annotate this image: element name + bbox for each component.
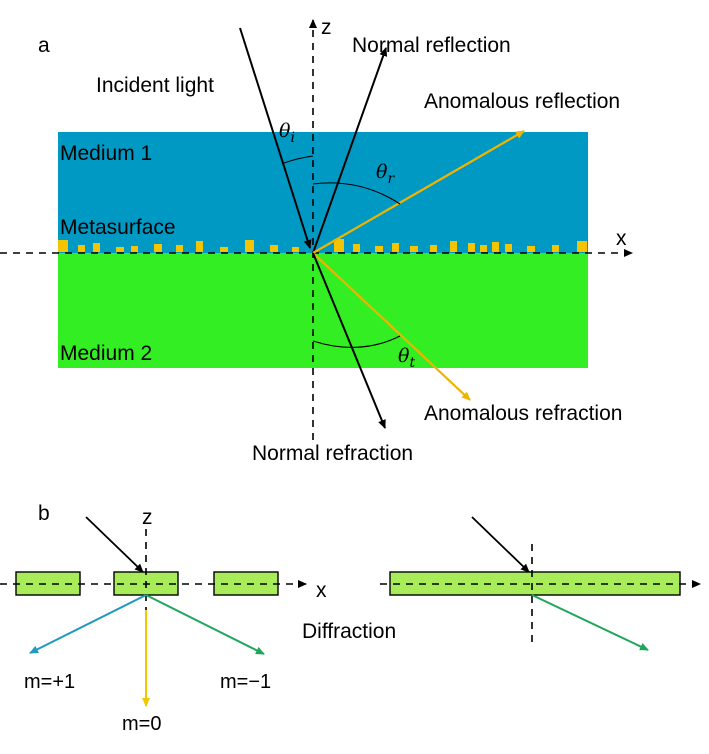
panel-a-label: a: [38, 34, 50, 57]
normal-refraction-label: Normal refraction: [252, 442, 413, 465]
meta-atom: [220, 247, 228, 252]
panel-b-label: b: [38, 502, 50, 525]
grating-incident-ray: [85, 516, 144, 573]
meta-atom: [577, 241, 587, 252]
order-plus-1-ray: [29, 594, 147, 654]
meta-atom: [480, 245, 487, 252]
theta-r-label: θr: [376, 161, 395, 187]
meta-atom: [78, 245, 85, 252]
order-minus-1-ray: [145, 594, 265, 655]
meta-atom: [430, 245, 437, 252]
meta-atom: [353, 244, 360, 252]
theta-t-arc: [312, 335, 401, 348]
theta-r-arc: [312, 182, 401, 205]
slab-diffracted-ray: [531, 594, 649, 651]
medium-2-label: Medium 2: [60, 342, 152, 365]
metasurface-structures: [58, 239, 587, 252]
meta-atom: [468, 243, 475, 252]
anomalous-refraction-label: Anomalous refraction: [424, 402, 622, 425]
medium-1-label: Medium 1: [60, 142, 152, 165]
normal-reflection-ray: [312, 47, 388, 254]
meta-atom: [505, 244, 512, 252]
panel-a: a Medium 1 Medium 2 Metasurface z x θi θ…: [0, 16, 633, 465]
z-axis-a-label: z: [321, 16, 332, 39]
meta-atom: [375, 246, 383, 252]
meta-atom: [552, 245, 559, 252]
theta-i-arc: [283, 155, 314, 164]
meta-atom: [131, 246, 138, 252]
meta-atom: [58, 240, 68, 252]
meta-atom: [410, 246, 418, 252]
anomalous-reflection-label: Anomalous reflection: [424, 90, 620, 113]
meta-atom: [392, 243, 399, 252]
x-axis-b-label: x: [316, 579, 327, 602]
m-plus-1-label: m=+1: [24, 671, 75, 693]
meta-atom: [450, 241, 457, 252]
anomalous-reflection-ray: [312, 130, 525, 254]
meta-atom: [334, 239, 344, 252]
meta-atom: [93, 243, 100, 252]
incident-light-label: Incident light: [96, 74, 214, 97]
theta-i-label: θi: [279, 120, 295, 146]
meta-atom: [527, 246, 535, 252]
theta-t-label: θt: [398, 345, 415, 371]
anomalous-refraction-ray: [312, 252, 471, 401]
panel-b: b z x m=+1 m=−1 m=0 Diffraction: [0, 502, 701, 735]
normal-reflection-label: Normal reflection: [352, 34, 511, 57]
meta-atom: [492, 242, 499, 252]
meta-atom: [116, 247, 124, 252]
diffraction-label: Diffraction: [302, 620, 396, 643]
meta-atom: [270, 245, 278, 252]
meta-atom: [245, 240, 254, 252]
meta-atom: [196, 241, 203, 252]
x-axis-a-label: x: [616, 227, 627, 250]
incident-ray: [239, 27, 312, 249]
slab-incident-ray: [471, 516, 530, 573]
z-axis-b-label: z: [142, 506, 153, 529]
meta-atom: [176, 245, 183, 252]
normal-refraction-ray: [312, 252, 386, 429]
meta-atom: [154, 244, 162, 252]
m-minus-1-label: m=−1: [220, 671, 271, 693]
medium-1-region: [58, 132, 588, 253]
m-zero-label: m=0: [122, 713, 161, 735]
meta-atom: [292, 247, 299, 252]
medium-2-region: [58, 253, 588, 368]
metasurface-label: Metasurface: [60, 216, 176, 239]
